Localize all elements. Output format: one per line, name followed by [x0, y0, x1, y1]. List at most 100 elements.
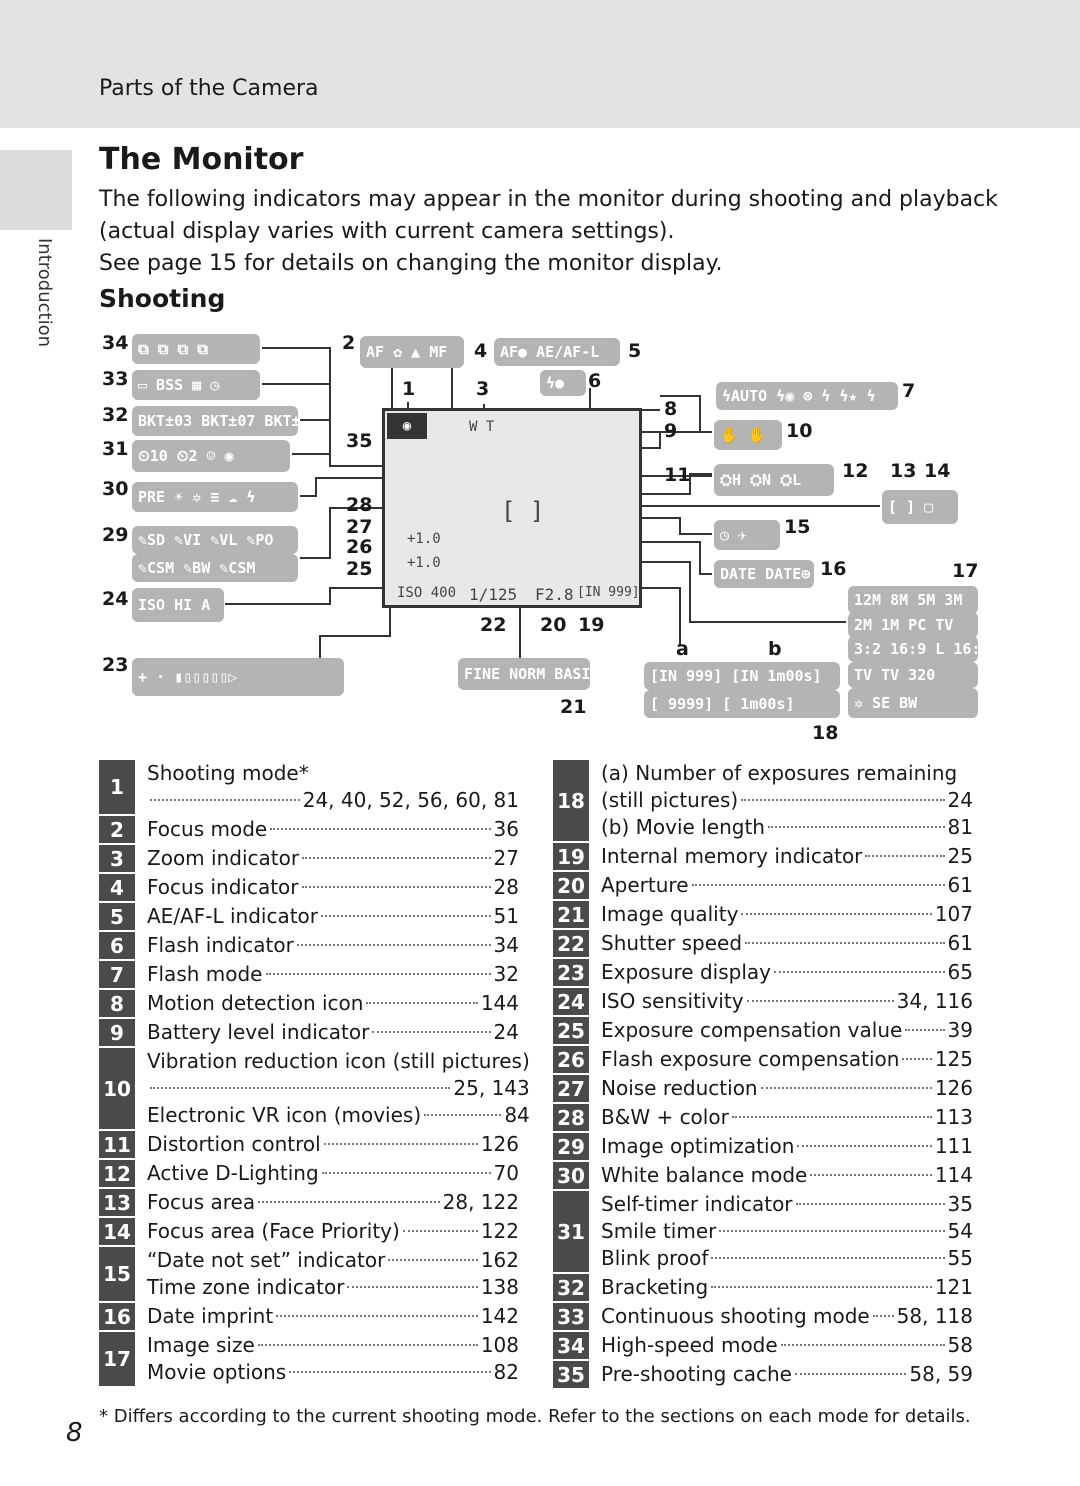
legend-number: 34 — [553, 1332, 589, 1359]
callout-number: 21 — [560, 696, 587, 718]
legend-label: (a) Number of exposures remaining — [601, 761, 958, 785]
legend-label: Exposure display — [601, 960, 771, 984]
image-quality-icons: FINE NORM BASIC — [458, 658, 590, 690]
legend-label: Flash indicator — [147, 933, 294, 957]
legend-line: Focus area (Face Priority)122 — [147, 1218, 519, 1245]
legend-page-ref: 25, 143 — [453, 1076, 530, 1100]
dot-leader — [302, 857, 491, 859]
callout-number: 11 — [664, 464, 691, 486]
legend-number: 20 — [553, 872, 589, 899]
legend-label: Flash exposure compensation — [601, 1047, 900, 1071]
legend-number: 12 — [99, 1160, 135, 1187]
dot-leader — [402, 1230, 478, 1232]
legend-page-ref: 144 — [480, 991, 519, 1015]
legend-number: 13 — [99, 1189, 135, 1216]
legend-entry: (a) Number of exposures remaining (still… — [589, 760, 973, 841]
exposure-display-bar: + · ▮▯▯▯▯▯▷ — [132, 658, 344, 696]
legend-number: 1 — [99, 760, 135, 814]
remaining-count: [IN 999] — [577, 585, 640, 600]
legend-number: 10 — [99, 1048, 135, 1129]
legend-page-ref: 36 — [493, 817, 519, 841]
legend-page-ref: 55 — [947, 1246, 973, 1270]
dot-leader — [258, 1201, 440, 1203]
legend-page-ref: 28 — [493, 875, 519, 899]
callout-number: 28 — [346, 494, 373, 516]
dot-leader — [276, 1315, 478, 1317]
legend-entry: Focus area (Face Priority)122 — [135, 1218, 519, 1245]
iso-value: ISO 400 — [397, 585, 457, 601]
dot-leader — [865, 855, 945, 857]
legend-label: Aperture — [601, 873, 689, 897]
dot-leader — [321, 1172, 491, 1174]
continuous-mode-icons: ▭ BSS ▦ ◷ — [132, 370, 260, 400]
legend-page-ref: 24 — [493, 1020, 519, 1044]
legend-label: Focus area — [147, 1190, 256, 1214]
legend-entry: Flash exposure compensation 125 — [589, 1046, 973, 1073]
dot-leader — [902, 1058, 932, 1060]
dot-leader — [773, 971, 945, 973]
sub-heading: Shooting — [99, 284, 226, 313]
legend-label: Focus mode — [147, 817, 268, 841]
dot-leader — [301, 886, 491, 888]
iso-sensitivity-icons: ISO HI A — [132, 588, 224, 622]
dot-leader — [388, 1259, 478, 1261]
legend-page-ref: 125 — [934, 1047, 973, 1071]
legend-page-ref: 61 — [947, 873, 973, 897]
legend-number: 32 — [553, 1274, 589, 1301]
legend-page-ref: 32 — [493, 962, 519, 986]
legend-label: Time zone indicator — [147, 1275, 345, 1299]
header-band — [0, 0, 1080, 128]
legend-page-ref: 54 — [947, 1219, 973, 1243]
callout-number: 18 — [812, 722, 839, 744]
legend-line: 24, 40, 52, 56, 60, 81 — [147, 787, 519, 814]
legend-number: 29 — [553, 1133, 589, 1160]
legend-number: 19 — [553, 843, 589, 870]
legend-page-ref: 162 — [480, 1248, 519, 1272]
callout-number: 35 — [346, 430, 373, 452]
legend-page-ref: 39 — [947, 1018, 973, 1042]
legend-label: Vibration reduction icon (still pictures… — [147, 1049, 530, 1073]
legend-line: Flash exposure compensation 125 — [601, 1046, 973, 1073]
callout-number: 29 — [102, 524, 129, 546]
bracketing-icons: BKT±03 BKT±07 BKT±10 — [132, 406, 298, 436]
date-timezone-icons: ◷ ✈ — [714, 520, 780, 550]
dot-leader — [691, 884, 945, 886]
legend-number: 28 — [553, 1104, 589, 1131]
legend-label: Image quality — [601, 902, 739, 926]
legend-page-ref: 24 — [947, 788, 973, 812]
callout-number: 17 — [952, 560, 979, 582]
monitor-screen: ◉ W T [ ] +1.0 +1.0 ISO 400 1/125 F2.8 [… — [382, 408, 642, 608]
